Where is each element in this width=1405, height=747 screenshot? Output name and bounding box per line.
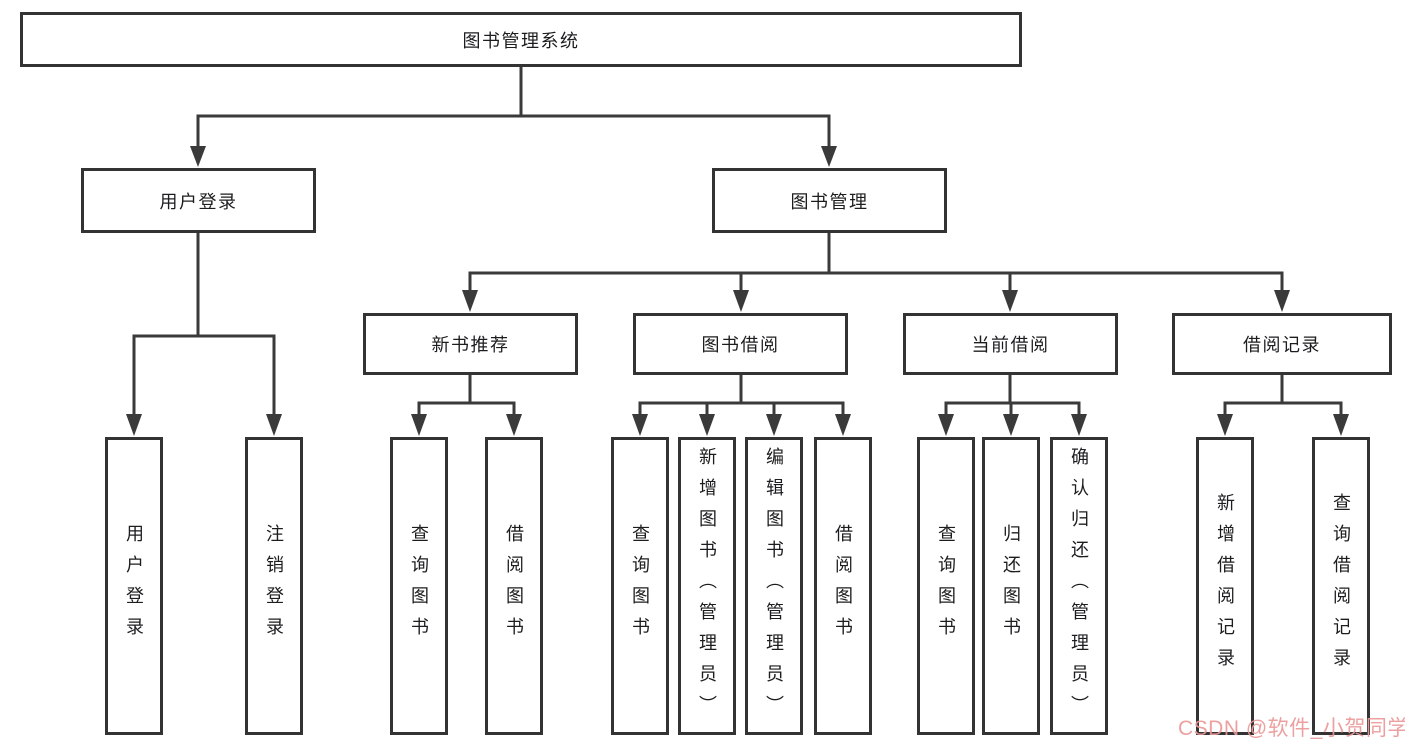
node-label: 查询图书 xyxy=(630,524,650,648)
leaf-borrow-books: 借阅图书 xyxy=(485,437,543,735)
node-label: 编辑图书（管理员） xyxy=(764,446,784,726)
leaf-query-books: 查询图书 xyxy=(611,437,669,735)
arrowhead-icons xyxy=(126,146,1349,436)
node-label: 确认归还（管理员） xyxy=(1069,446,1089,726)
node-root-system: 图书管理系统 xyxy=(20,12,1022,67)
node-current-borrow: 当前借阅 xyxy=(903,313,1118,375)
node-label: 新增图书（管理员） xyxy=(697,446,717,726)
node-label: 借阅记录 xyxy=(1243,335,1321,355)
leaf-confirm-return-admin: 确认归还（管理员） xyxy=(1050,437,1108,735)
node-label: 查询借阅记录 xyxy=(1331,493,1351,679)
leaf-edit-books-admin: 编辑图书（管理员） xyxy=(745,437,803,735)
csdn-watermark: CSDN @软件_小贺同学 xyxy=(1178,717,1405,740)
node-label: 查询图书 xyxy=(936,524,956,648)
node-label: 借阅图书 xyxy=(833,524,853,648)
node-label: 借阅图书 xyxy=(504,524,524,648)
node-book-management-module: 图书管理 xyxy=(712,168,947,233)
node-label: 图书管理 xyxy=(790,191,869,212)
leaf-add-books-admin: 新增图书（管理员） xyxy=(678,437,736,735)
node-label: 新书推荐 xyxy=(431,335,510,355)
node-user-login-module: 用户登录 xyxy=(81,168,316,233)
node-label: 归还图书 xyxy=(1001,524,1021,648)
leaf-user-login: 用户登录 xyxy=(105,437,163,735)
node-label: 用户登录 xyxy=(124,524,144,648)
node-label: 用户登录 xyxy=(159,191,238,212)
leaf-query-books: 查询图书 xyxy=(390,437,448,735)
leaf-add-borrow-record: 新增借阅记录 xyxy=(1196,437,1254,735)
node-label: 图书管理系统 xyxy=(462,30,580,51)
connector-paths xyxy=(132,67,1343,420)
node-new-book-recommend: 新书推荐 xyxy=(363,313,578,375)
node-label: 查询图书 xyxy=(409,524,429,648)
node-label: 当前借阅 xyxy=(971,335,1050,355)
node-borrow-records: 借阅记录 xyxy=(1172,313,1392,375)
node-label: 图书借阅 xyxy=(701,335,780,355)
node-label: 新增借阅记录 xyxy=(1215,493,1235,679)
leaf-return-books: 归还图书 xyxy=(982,437,1040,735)
leaf-user-logout: 注销登录 xyxy=(245,437,303,735)
node-book-borrow: 图书借阅 xyxy=(633,313,848,375)
leaf-borrow-books: 借阅图书 xyxy=(814,437,872,735)
node-label: 注销登录 xyxy=(264,524,284,648)
leaf-query-borrow-record: 查询借阅记录 xyxy=(1312,437,1370,735)
leaf-query-books: 查询图书 xyxy=(917,437,975,735)
